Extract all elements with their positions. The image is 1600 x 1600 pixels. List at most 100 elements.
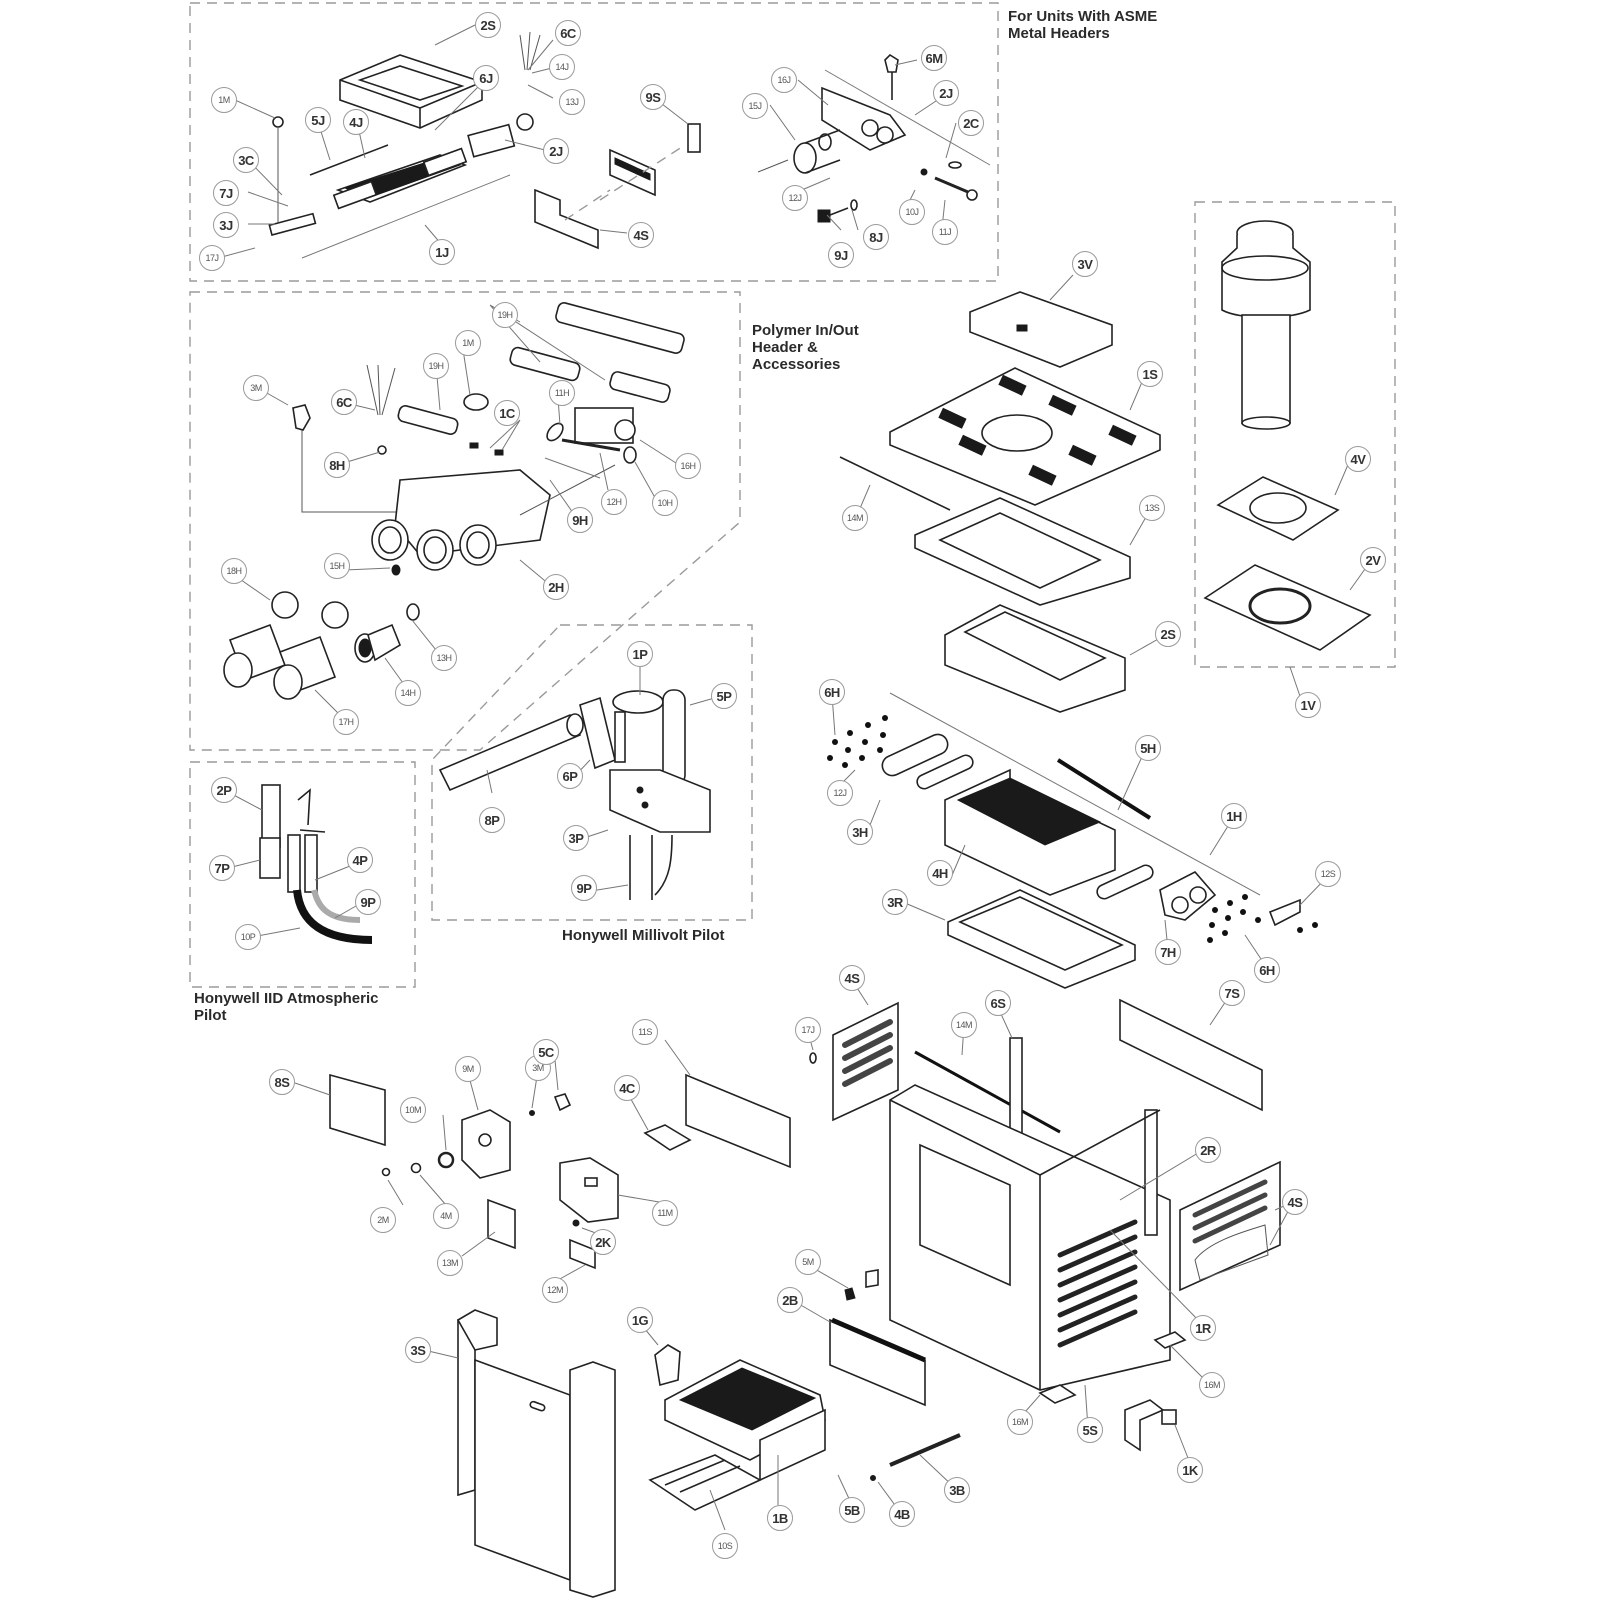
callout-7S[interactable]: 7S [1219, 980, 1245, 1006]
callout-2K[interactable]: 2K [590, 1229, 616, 1255]
callout-1B[interactable]: 1B [767, 1505, 793, 1531]
callout-10J[interactable]: 10J [899, 199, 925, 225]
callout-11J[interactable]: 11J [932, 219, 958, 245]
callout-6P[interactable]: 6P [557, 763, 583, 789]
callout-14M-top[interactable]: 14M [842, 505, 868, 531]
callout-12J-hx[interactable]: 12J [827, 780, 853, 806]
callout-5P[interactable]: 5P [711, 683, 737, 709]
callout-16M-right[interactable]: 16M [1199, 1372, 1225, 1398]
callout-18H[interactable]: 18H [221, 558, 247, 584]
callout-3M[interactable]: 3M [243, 375, 269, 401]
callout-1J[interactable]: 1J [429, 239, 455, 265]
callout-14M[interactable]: 14M [951, 1012, 977, 1038]
callout-12J[interactable]: 12J [782, 185, 808, 211]
callout-15H[interactable]: 15H [324, 553, 350, 579]
callout-10P[interactable]: 10P [235, 924, 261, 950]
callout-16J[interactable]: 16J [771, 67, 797, 93]
callout-2V[interactable]: 2V [1360, 547, 1386, 573]
callout-4P[interactable]: 4P [347, 847, 373, 873]
callout-8J[interactable]: 8J [863, 224, 889, 250]
callout-4V[interactable]: 4V [1345, 446, 1371, 472]
callout-2M[interactable]: 2M [370, 1207, 396, 1233]
callout-1M-polymer[interactable]: 1M [455, 330, 481, 356]
callout-1V[interactable]: 1V [1295, 692, 1321, 718]
callout-16H[interactable]: 16H [675, 453, 701, 479]
callout-14H[interactable]: 14H [395, 680, 421, 706]
callout-2C[interactable]: 2C [958, 110, 984, 136]
callout-3R[interactable]: 3R [882, 889, 908, 915]
callout-9P-millivolt[interactable]: 9P [571, 875, 597, 901]
callout-13S[interactable]: 13S [1139, 495, 1165, 521]
callout-3B[interactable]: 3B [944, 1477, 970, 1503]
callout-9P-iid[interactable]: 9P [355, 889, 381, 915]
callout-5H[interactable]: 5H [1135, 735, 1161, 761]
callout-11M[interactable]: 11M [652, 1200, 678, 1226]
callout-4S[interactable]: 4S [628, 222, 654, 248]
callout-1R[interactable]: 1R [1190, 1315, 1216, 1341]
callout-19H-small[interactable]: 19H [423, 353, 449, 379]
callout-2S-mid[interactable]: 2S [1155, 621, 1181, 647]
callout-14J[interactable]: 14J [549, 54, 575, 80]
callout-2J-header[interactable]: 2J [933, 80, 959, 106]
callout-10H[interactable]: 10H [652, 490, 678, 516]
callout-3J[interactable]: 3J [213, 212, 239, 238]
callout-11S[interactable]: 11S [632, 1019, 658, 1045]
callout-3C[interactable]: 3C [233, 147, 259, 173]
callout-19H[interactable]: 19H [492, 302, 518, 328]
callout-4S-left[interactable]: 4S [839, 965, 865, 991]
callout-5B[interactable]: 5B [839, 1497, 865, 1523]
callout-8H[interactable]: 8H [324, 452, 350, 478]
callout-6J[interactable]: 6J [473, 65, 499, 91]
callout-1H[interactable]: 1H [1221, 803, 1247, 829]
callout-1P[interactable]: 1P [627, 641, 653, 667]
callout-6H-right[interactable]: 6H [1254, 957, 1280, 983]
callout-7P[interactable]: 7P [209, 855, 235, 881]
callout-2P[interactable]: 2P [211, 777, 237, 803]
callout-7H[interactable]: 7H [1155, 939, 1181, 965]
callout-8S[interactable]: 8S [269, 1069, 295, 1095]
callout-15J[interactable]: 15J [742, 93, 768, 119]
callout-5M[interactable]: 5M [795, 1249, 821, 1275]
callout-4B[interactable]: 4B [889, 1501, 915, 1527]
callout-2J[interactable]: 2J [543, 138, 569, 164]
callout-1G[interactable]: 1G [627, 1307, 653, 1333]
callout-4C[interactable]: 4C [614, 1075, 640, 1101]
callout-12M[interactable]: 12M [542, 1277, 568, 1303]
callout-12S[interactable]: 12S [1315, 861, 1341, 887]
callout-9S[interactable]: 9S [640, 84, 666, 110]
callout-13J[interactable]: 13J [559, 89, 585, 115]
callout-5C[interactable]: 5C [533, 1039, 559, 1065]
callout-13H[interactable]: 13H [431, 645, 457, 671]
callout-3S[interactable]: 3S [405, 1337, 431, 1363]
callout-2S[interactable]: 2S [475, 12, 501, 38]
callout-10M[interactable]: 10M [400, 1097, 426, 1123]
callout-6H[interactable]: 6H [819, 679, 845, 705]
callout-1M[interactable]: 1M [211, 87, 237, 113]
callout-9M[interactable]: 9M [455, 1056, 481, 1082]
callout-2B[interactable]: 2B [777, 1287, 803, 1313]
callout-10S[interactable]: 10S [712, 1533, 738, 1559]
callout-1K[interactable]: 1K [1177, 1457, 1203, 1483]
callout-13M[interactable]: 13M [437, 1250, 463, 1276]
callout-2H[interactable]: 2H [543, 574, 569, 600]
callout-4S-right[interactable]: 4S [1282, 1189, 1308, 1215]
callout-4J[interactable]: 4J [343, 109, 369, 135]
callout-3P[interactable]: 3P [563, 825, 589, 851]
callout-12H[interactable]: 12H [601, 489, 627, 515]
callout-8P[interactable]: 8P [479, 807, 505, 833]
callout-6S[interactable]: 6S [985, 990, 1011, 1016]
callout-17J[interactable]: 17J [199, 245, 225, 271]
callout-9H[interactable]: 9H [567, 507, 593, 533]
callout-1C[interactable]: 1C [494, 400, 520, 426]
callout-9J[interactable]: 9J [828, 242, 854, 268]
callout-6C-polymer[interactable]: 6C [331, 389, 357, 415]
callout-6M[interactable]: 6M [921, 45, 947, 71]
callout-7J[interactable]: 7J [213, 180, 239, 206]
callout-3V[interactable]: 3V [1072, 251, 1098, 277]
callout-1S[interactable]: 1S [1137, 361, 1163, 387]
callout-6C[interactable]: 6C [555, 20, 581, 46]
callout-3H[interactable]: 3H [847, 819, 873, 845]
callout-5S[interactable]: 5S [1077, 1417, 1103, 1443]
callout-17J-cabinet[interactable]: 17J [795, 1017, 821, 1043]
callout-4M[interactable]: 4M [433, 1203, 459, 1229]
